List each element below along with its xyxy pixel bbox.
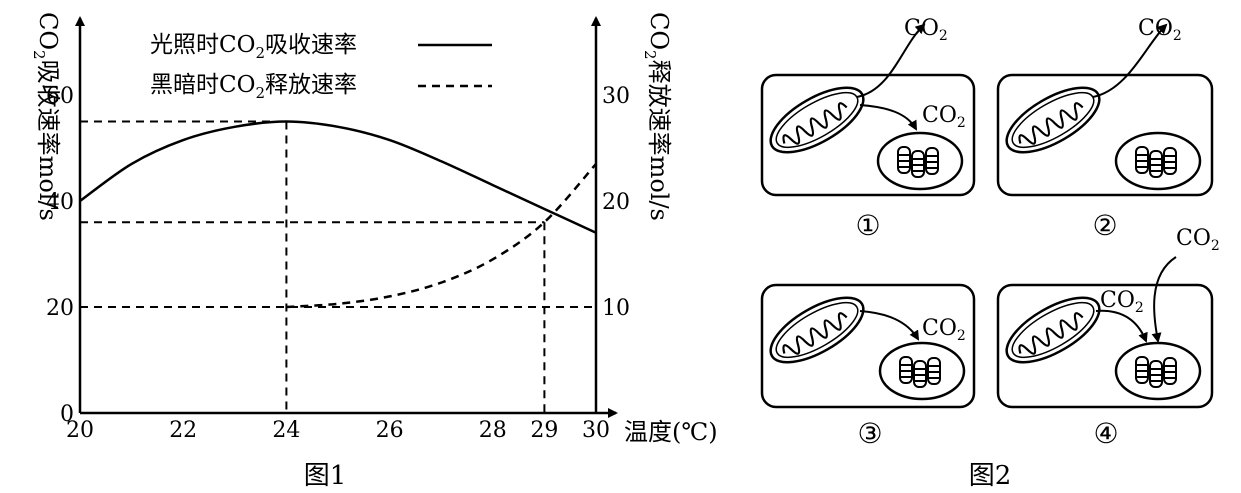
chart-axes	[75, 16, 618, 418]
series-line-light-uptake	[79, 120, 597, 234]
cell-panel-1: CO2 CO2 ①	[759, 16, 976, 242]
right-tick-label: 30	[602, 84, 630, 109]
legend-entry-solid: 光照时CO2吸收速率	[150, 32, 357, 62]
panel-label: ③	[857, 417, 882, 450]
co2-label: CO2	[922, 103, 966, 131]
co2-label: CO2	[1100, 288, 1144, 316]
left-tick-label: 60	[46, 84, 74, 109]
cell-panel-3: CO2 ③	[759, 283, 976, 450]
x-tick-label: 24	[272, 418, 300, 443]
x-tick-label: 29	[530, 418, 558, 443]
chart-reference-lines	[80, 120, 596, 413]
x-tick-label: 20	[66, 418, 94, 443]
co2-arrow-in	[1151, 256, 1177, 343]
co2-arrow-to-chloroplast	[859, 104, 917, 131]
co2-label: CO2	[1176, 226, 1220, 254]
co2-arrow-to-chloroplast	[859, 310, 920, 341]
panel-label: ④	[1093, 417, 1118, 450]
co2-arrow-out	[856, 23, 926, 98]
figure-2-caption: 图2	[969, 461, 1012, 491]
right-tick-label: 20	[602, 190, 630, 215]
figure-1-caption: 图1	[304, 461, 347, 491]
co2-label: CO2	[904, 16, 948, 44]
co2-arrow-out	[1092, 23, 1168, 98]
legend-entry-dashed: 黑暗时CO2释放速率	[150, 72, 357, 102]
figure-2-diagram: CO2 CO2 ① CO2 ② CO2 ③ CO2 CO	[759, 16, 1220, 491]
co2-label: CO2	[922, 316, 966, 344]
panel-label: ①	[855, 209, 880, 242]
x-axis-label: 温度(℃)	[624, 418, 718, 446]
left-tick-label: 0	[60, 402, 74, 427]
x-tick-label: 28	[479, 418, 507, 443]
series-line-dark-release	[286, 163, 597, 309]
panel-label: ②	[1092, 209, 1117, 242]
left-axis-label: CO2吸收速率mol/s	[30, 12, 62, 221]
x-tick-label: 22	[169, 418, 197, 443]
left-tick-label: 20	[46, 296, 74, 321]
chloroplast-icon	[1114, 341, 1202, 401]
chloroplast-icon	[876, 131, 964, 191]
x-tick-label: 26	[376, 418, 404, 443]
chloroplast-icon	[878, 341, 966, 401]
right-axis-label: CO2释放速率mol/s	[641, 12, 673, 221]
cell-panel-4: CO2 CO2 ④	[995, 226, 1220, 450]
chloroplast-icon	[1114, 131, 1202, 191]
co2-arrow-to-chloroplast	[1095, 309, 1148, 343]
right-tick-label: 10	[602, 296, 630, 321]
co2-label: CO2	[1138, 16, 1182, 44]
chart-legend: 光照时CO2吸收速率 黑暗时CO2释放速率	[150, 32, 492, 102]
chart-series	[79, 120, 597, 309]
left-tick-label: 40	[46, 190, 74, 215]
x-tick-label: 30	[582, 418, 610, 443]
cell-panel-2: CO2 ②	[995, 16, 1214, 242]
